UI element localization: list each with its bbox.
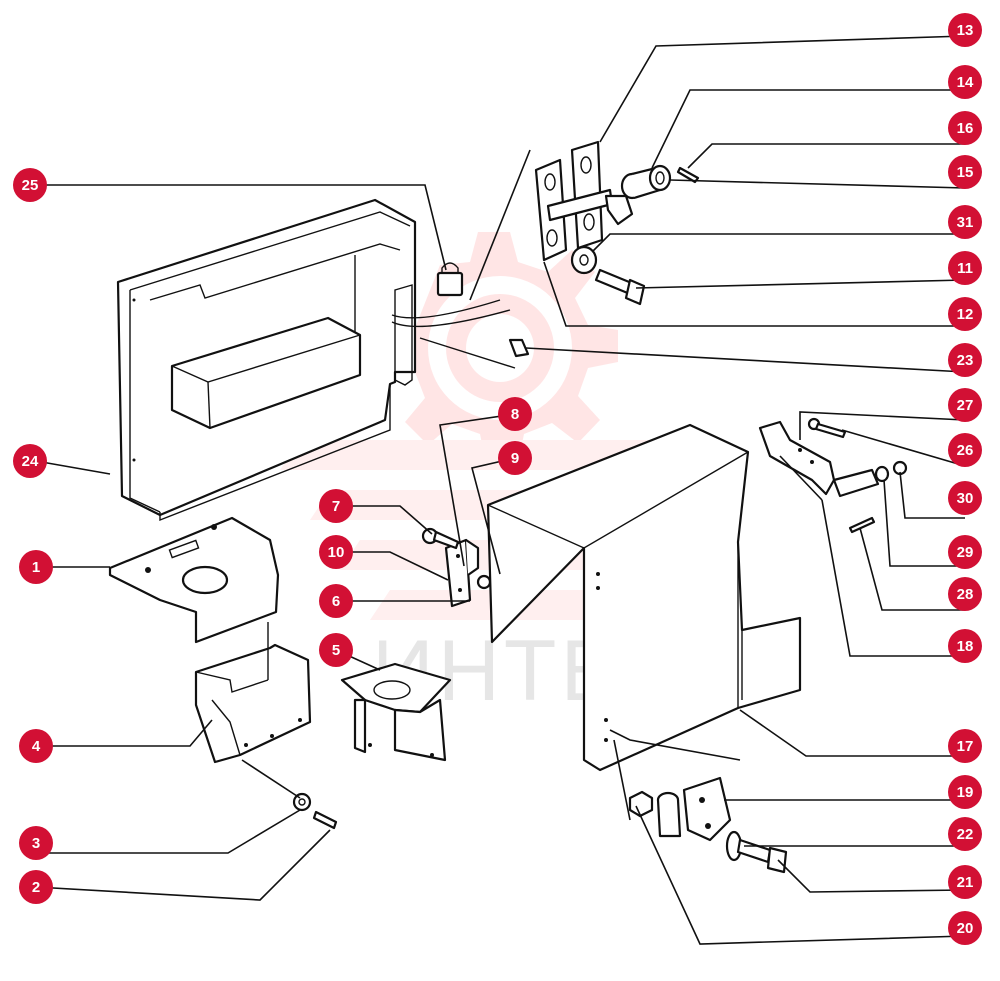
svg-text:20: 20	[957, 920, 974, 937]
callout-29: 29	[948, 535, 982, 569]
callout-6: 6	[319, 584, 353, 618]
leader-lines	[35, 35, 966, 945]
part-large-cover	[486, 423, 802, 772]
svg-text:24: 24	[22, 453, 39, 470]
part-lower-bracket	[194, 622, 312, 764]
part-small-bracket	[340, 662, 452, 762]
callout-16: 16	[948, 111, 982, 145]
svg-text:30: 30	[957, 490, 974, 507]
part-washer-28	[874, 465, 890, 483]
callout-11: 11	[948, 251, 982, 285]
svg-text:19: 19	[957, 784, 974, 801]
svg-text:8: 8	[511, 406, 519, 423]
svg-text:16: 16	[957, 120, 974, 137]
callout-24: 24	[13, 444, 47, 478]
svg-text:29: 29	[957, 544, 974, 561]
part-mounting-plate	[108, 516, 280, 644]
svg-text:4: 4	[32, 738, 41, 755]
part-fork-30	[832, 468, 880, 498]
callout-25: 25	[13, 168, 47, 202]
svg-text:12: 12	[957, 306, 974, 323]
part-screw-26	[807, 417, 847, 439]
svg-text:1: 1	[32, 559, 40, 576]
part-latch-bolt	[546, 188, 634, 226]
svg-text:7: 7	[332, 498, 340, 515]
callout-17: 17	[948, 729, 982, 763]
svg-text:3: 3	[32, 835, 40, 852]
svg-text:11: 11	[957, 260, 973, 277]
svg-text:23: 23	[957, 352, 974, 369]
part-ring	[648, 164, 672, 192]
callout-27: 27	[948, 388, 982, 422]
callout-4: 4	[19, 729, 53, 763]
part-bolt-23	[508, 338, 530, 358]
part-wire	[391, 299, 516, 369]
svg-text:6: 6	[332, 593, 340, 610]
callout-8: 8	[498, 397, 532, 431]
callout-15: 15	[948, 155, 982, 189]
svg-text:2: 2	[32, 879, 40, 896]
callout-12: 12	[948, 297, 982, 331]
svg-text:15: 15	[957, 164, 974, 181]
svg-text:9: 9	[511, 450, 519, 467]
callout-1: 1	[19, 550, 53, 584]
callout-5: 5	[319, 633, 353, 667]
svg-text:13: 13	[957, 22, 974, 39]
callout-26: 26	[948, 433, 982, 467]
svg-text:18: 18	[957, 638, 974, 655]
callout-18: 18	[948, 629, 982, 663]
callout-20: 20	[948, 911, 982, 945]
part-bolt-21	[736, 838, 788, 874]
callout-2: 2	[19, 870, 53, 904]
svg-text:22: 22	[957, 826, 974, 843]
svg-text:26: 26	[957, 442, 974, 459]
callout-23: 23	[948, 343, 982, 377]
svg-text:21: 21	[957, 874, 974, 891]
callout-30: 30	[948, 481, 982, 515]
svg-text:10: 10	[328, 544, 345, 561]
svg-text:17: 17	[957, 738, 974, 755]
part-screw-small	[312, 810, 338, 830]
callout-28: 28	[948, 577, 982, 611]
part-washer-31	[570, 245, 598, 275]
svg-text:14: 14	[957, 74, 974, 91]
svg-text:31: 31	[957, 214, 974, 231]
callout-31: 31	[948, 205, 982, 239]
callout-3: 3	[19, 826, 53, 860]
callout-10: 10	[319, 535, 353, 569]
part-housing-box	[116, 198, 417, 522]
svg-text:28: 28	[957, 586, 974, 603]
callout-9: 9	[498, 441, 532, 475]
part-nut	[292, 792, 312, 812]
part-padlock	[436, 262, 464, 297]
svg-text:5: 5	[332, 642, 340, 659]
callout-19: 19	[948, 775, 982, 809]
svg-text:25: 25	[22, 177, 39, 194]
part-bolt-7	[421, 527, 460, 550]
part-bolt-11	[594, 268, 646, 306]
part-hinge-plate	[682, 776, 732, 842]
part-clamp	[758, 420, 836, 496]
part-hinge-pin	[656, 791, 682, 838]
svg-text:27: 27	[957, 397, 974, 414]
callout-14: 14	[948, 65, 982, 99]
part-nut-20	[628, 790, 654, 818]
part-screw-18	[848, 516, 876, 534]
callout-badges: 1 2 3 4 5 6 7 8 9 10 11 12 13 14 15 16 1…	[13, 13, 982, 945]
part-screw-16	[676, 166, 700, 184]
callout-13: 13	[948, 13, 982, 47]
callout-7: 7	[319, 489, 353, 523]
callout-22: 22	[948, 817, 982, 851]
callout-21: 21	[948, 865, 982, 899]
